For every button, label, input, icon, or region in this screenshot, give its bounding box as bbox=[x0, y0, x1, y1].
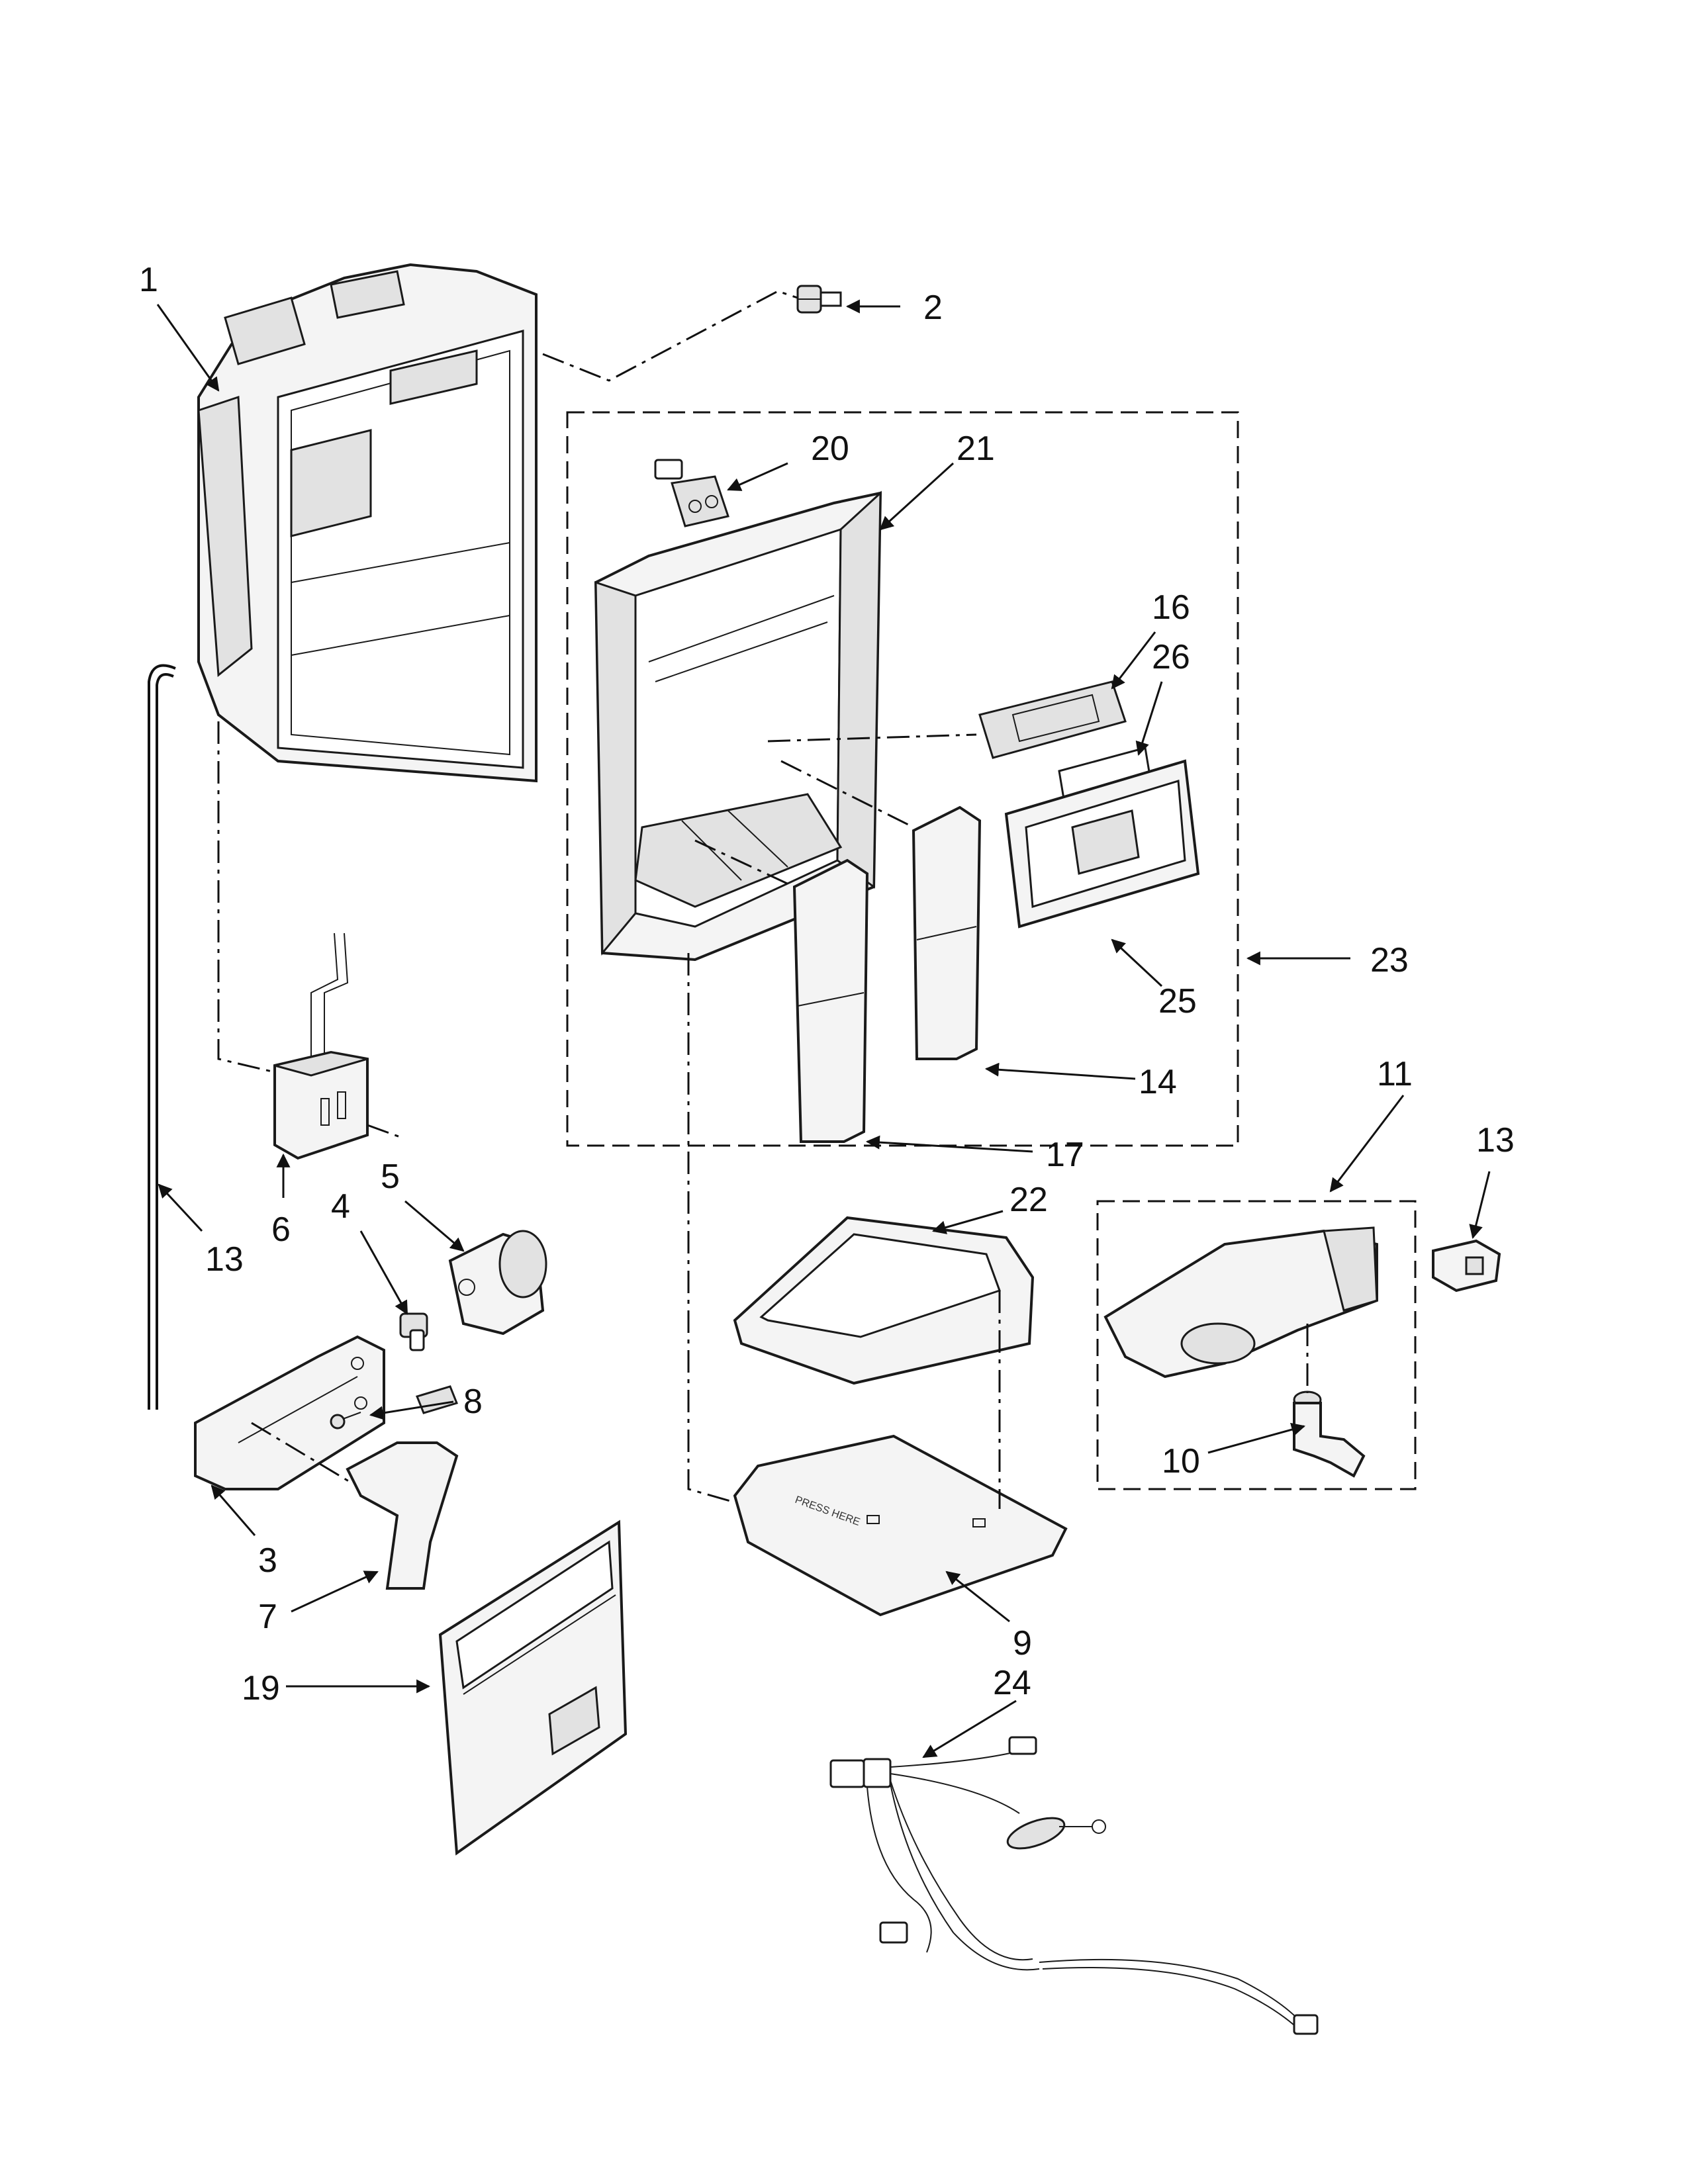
dispenser-housing bbox=[197, 263, 538, 783]
screw bbox=[796, 285, 842, 314]
callout-16: 16 bbox=[1152, 588, 1190, 627]
switch-part-20 bbox=[654, 459, 729, 527]
dispenser-assembly-box bbox=[566, 411, 1239, 1147]
callout-13-left: 13 bbox=[205, 1240, 244, 1279]
callout-2: 2 bbox=[923, 289, 943, 327]
callout-13-right: 13 bbox=[1476, 1121, 1515, 1160]
callout-6: 6 bbox=[271, 1210, 291, 1249]
panel-part-19 bbox=[438, 1520, 628, 1856]
callout-19: 19 bbox=[242, 1669, 280, 1707]
coupling bbox=[1293, 1390, 1366, 1478]
bushing bbox=[399, 1312, 428, 1351]
switch-part-13 bbox=[1432, 1239, 1501, 1293]
callout-11: 11 bbox=[1377, 1055, 1413, 1093]
drip-tray-grille: PRESS HERE bbox=[733, 1434, 1068, 1617]
paddle-part-17 bbox=[792, 858, 869, 1143]
bracket bbox=[194, 1335, 385, 1490]
callout-8: 8 bbox=[463, 1383, 483, 1421]
leader-lines bbox=[156, 299, 1491, 1758]
display-panel bbox=[1004, 759, 1200, 929]
ice-chute-box bbox=[1096, 1200, 1417, 1490]
module-part-6 bbox=[273, 933, 369, 1160]
callout-17: 17 bbox=[1046, 1136, 1084, 1174]
wire-harness bbox=[829, 1736, 1319, 2035]
callout-23: 23 bbox=[1370, 941, 1409, 979]
callout-22: 22 bbox=[1009, 1181, 1048, 1219]
callout-14: 14 bbox=[1139, 1063, 1177, 1101]
callout-9: 9 bbox=[1013, 1624, 1032, 1662]
screw-part-8 bbox=[330, 1412, 361, 1430]
callout-26: 26 bbox=[1152, 638, 1190, 676]
ice-chute-door bbox=[1103, 1226, 1378, 1379]
callout-21: 21 bbox=[957, 430, 995, 468]
control-board bbox=[978, 680, 1127, 759]
callout-numbers: 1 2 20 21 16 26 25 23 14 17 11 13 22 10 … bbox=[139, 261, 1515, 1707]
assembly-lines bbox=[217, 290, 1309, 1509]
callout-25: 25 bbox=[1158, 982, 1197, 1021]
callout-3: 3 bbox=[258, 1541, 277, 1580]
callout-7: 7 bbox=[258, 1598, 277, 1636]
callout-24: 24 bbox=[993, 1664, 1031, 1702]
motor bbox=[448, 1230, 547, 1336]
callout-20: 20 bbox=[811, 430, 849, 468]
callout-4: 4 bbox=[331, 1187, 350, 1226]
dispenser-frame bbox=[594, 490, 882, 962]
callout-10: 10 bbox=[1162, 1442, 1200, 1480]
callout-5: 5 bbox=[381, 1158, 400, 1196]
callout-1: 1 bbox=[139, 261, 158, 299]
drip-tray bbox=[733, 1216, 1035, 1385]
water-tube bbox=[148, 664, 176, 1410]
